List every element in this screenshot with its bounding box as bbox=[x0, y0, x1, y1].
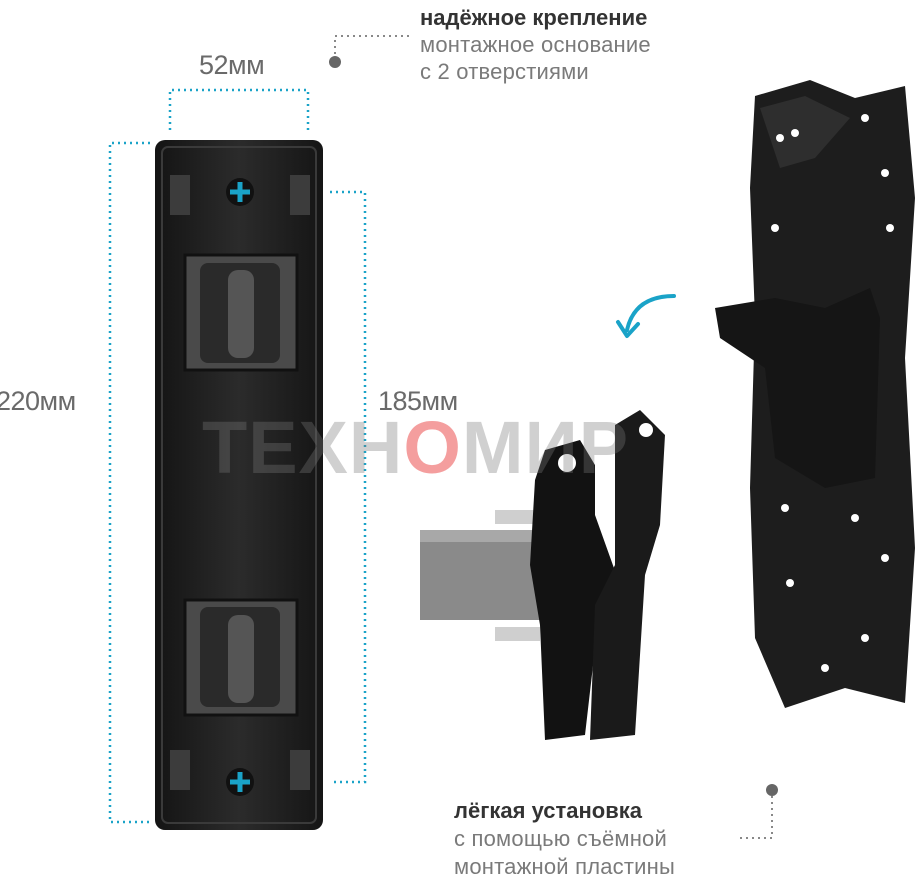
bottom-callout-line2: монтажной пластины bbox=[454, 854, 675, 879]
top-callout: надёжное крепление монтажное основание с… bbox=[420, 4, 651, 85]
watermark-part1: ТЕХН bbox=[202, 406, 404, 489]
plus-screw-icon bbox=[226, 768, 254, 796]
height-dimension-label: 220мм bbox=[0, 386, 76, 416]
plus-screw-icon bbox=[226, 178, 254, 206]
bottom-callout-title: лёгкая установка bbox=[454, 798, 642, 823]
top-callout-title: надёжное крепление bbox=[420, 5, 648, 30]
width-dimension-label: 52мм bbox=[199, 50, 265, 80]
watermark-part2: О bbox=[403, 406, 462, 489]
wall-plate-image bbox=[155, 140, 323, 830]
top-callout-line2: с 2 отверстиями bbox=[420, 59, 589, 84]
bottom-callout: лёгкая установка с помощью съёмной монта… bbox=[454, 797, 675, 881]
callout-dot-icon bbox=[329, 56, 341, 68]
top-callout-line1: монтажное основание bbox=[420, 32, 651, 57]
arm-bracket-image bbox=[420, 410, 665, 740]
watermark-part3: МИР bbox=[461, 406, 630, 489]
watermark: ТЕХНОМИР bbox=[202, 405, 629, 490]
hole-spacing-label: 185мм bbox=[378, 386, 458, 416]
bottom-callout-line1: с помощью съёмной bbox=[454, 826, 667, 851]
curved-arrow-icon bbox=[616, 294, 676, 338]
vesa-plate-image bbox=[715, 80, 915, 708]
